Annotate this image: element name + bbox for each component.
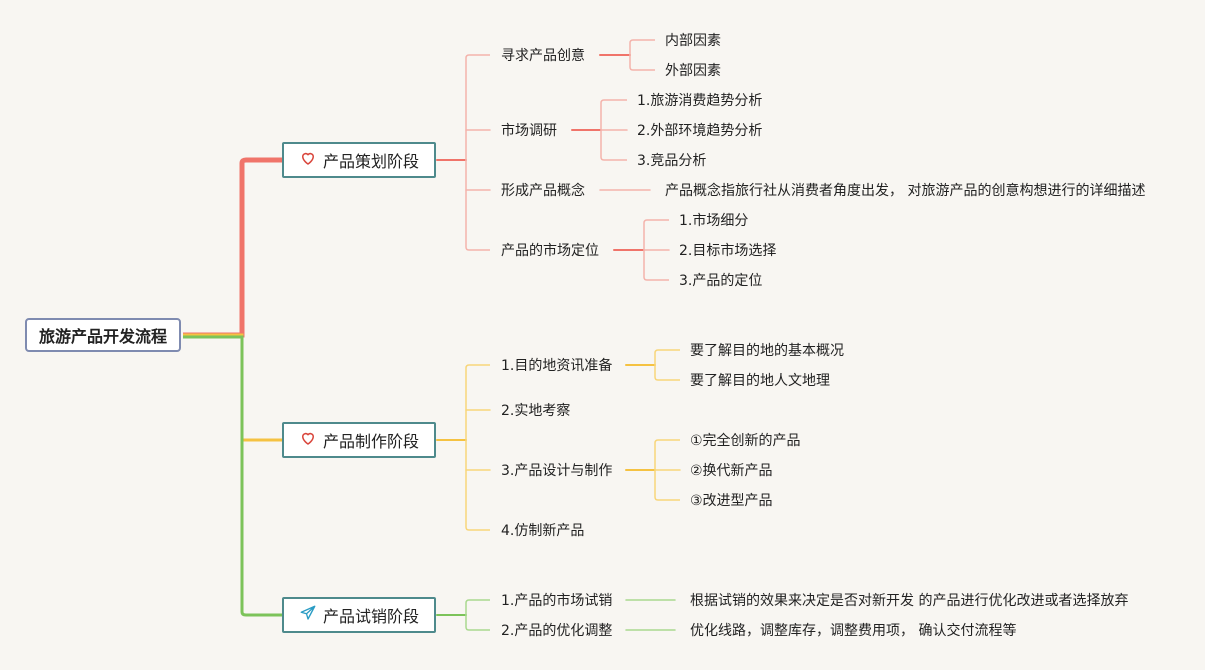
leaf-node[interactable]: 内部因素 xyxy=(665,33,721,49)
stage-label: 产品试销阶段 xyxy=(322,607,419,626)
leaf-node[interactable]: 1.旅游消费趋势分析 xyxy=(637,93,763,109)
connector-line xyxy=(465,599,490,615)
branch-node[interactable]: 1.目的地资讯准备 xyxy=(501,358,613,374)
stage-planning[interactable]: 产品策划阶段 xyxy=(282,142,436,178)
leaf-node[interactable]: 1.市场细分 xyxy=(679,213,749,229)
leaf-node[interactable]: 3.竞品分析 xyxy=(637,153,707,169)
leaf-node[interactable]: 外部因素 xyxy=(665,63,721,79)
connector-line xyxy=(600,130,627,161)
leaf-node[interactable]: 产品概念指旅行社从消费者角度出发， 对旅游产品的创意构想进行的详细描述 xyxy=(665,183,1146,199)
branch-node[interactable]: 4.仿制新产品 xyxy=(501,523,585,539)
leaf-node[interactable]: 3.产品的定位 xyxy=(679,273,763,289)
connector-line xyxy=(183,333,282,442)
stage-label: 产品制作阶段 xyxy=(322,432,419,451)
leaf-node[interactable]: 要了解目的地人文地理 xyxy=(690,373,830,389)
leaf-node[interactable]: 2.外部环境趋势分析 xyxy=(637,123,763,139)
connector-line xyxy=(183,157,282,338)
stage-production[interactable]: 产品制作阶段 xyxy=(282,422,436,458)
connector-line xyxy=(654,439,680,470)
leaf-node[interactable]: 要了解目的地的基本概况 xyxy=(690,343,844,359)
branch-node[interactable]: 产品的市场定位 xyxy=(501,243,599,259)
leaf-node[interactable]: ②换代新产品 xyxy=(690,463,773,479)
heart-icon xyxy=(299,149,317,171)
branch-node[interactable]: 3.产品设计与制作 xyxy=(501,463,613,479)
leaf-node[interactable]: 2.目标市场选择 xyxy=(679,243,777,259)
connector-line xyxy=(654,470,680,501)
branch-node[interactable]: 2.实地考察 xyxy=(501,403,571,419)
connector-line xyxy=(465,364,490,440)
branch-node[interactable]: 形成产品概念 xyxy=(501,183,585,199)
connector-line xyxy=(465,160,490,251)
connector-line xyxy=(643,250,669,281)
leaf-node[interactable]: 优化线路，调整库存，调整费用项， 确认交付流程等 xyxy=(690,623,1017,639)
heart-icon xyxy=(299,429,317,451)
connector-line xyxy=(183,335,282,617)
connector-line xyxy=(465,440,490,531)
stage-label: 产品策划阶段 xyxy=(322,152,419,171)
connector-line xyxy=(654,349,680,365)
leaf-node[interactable]: ③改进型产品 xyxy=(690,493,773,509)
connector-line xyxy=(600,99,627,130)
paper-plane-icon xyxy=(299,604,317,626)
branch-node[interactable]: 市场调研 xyxy=(501,123,557,139)
branch-node[interactable]: 寻求产品创意 xyxy=(501,48,585,64)
leaf-node[interactable]: 根据试销的效果来决定是否对新开发 的产品进行优化改进或者选择放弃 xyxy=(690,593,1129,609)
branch-node[interactable]: 2.产品的优化调整 xyxy=(501,623,613,639)
connector-line xyxy=(629,39,655,55)
root-node[interactable]: 旅游产品开发流程 xyxy=(25,318,181,352)
leaf-node[interactable]: ①完全创新的产品 xyxy=(690,433,801,449)
branch-node[interactable]: 1.产品的市场试销 xyxy=(501,593,613,609)
connector-line xyxy=(629,55,655,71)
connector-line xyxy=(654,365,680,381)
stage-trial-sales[interactable]: 产品试销阶段 xyxy=(282,597,436,633)
connector-line xyxy=(465,615,490,631)
connector-line xyxy=(643,219,669,250)
connector-line xyxy=(465,54,490,160)
